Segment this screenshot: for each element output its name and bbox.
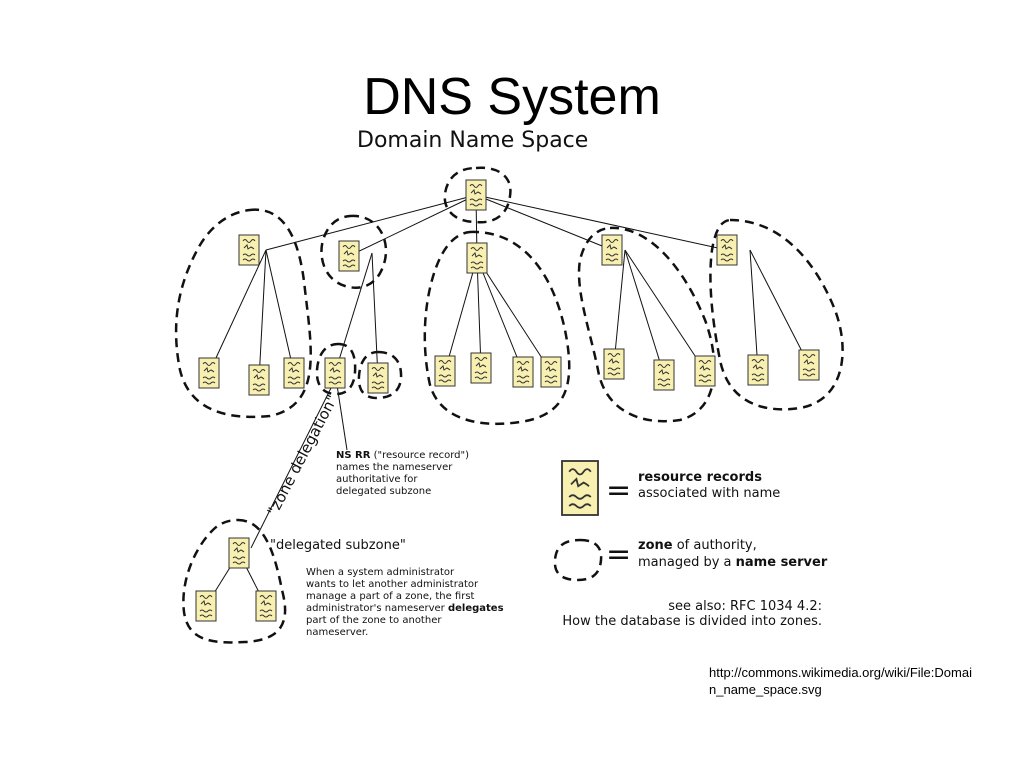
legend-zone-sample: [553, 538, 603, 582]
record-node: [694, 355, 716, 387]
record-node: [540, 356, 562, 388]
delegation-text-line3: manage a part of a zone, the first: [306, 591, 475, 602]
record-node: [255, 590, 277, 622]
diagram-title: Domain Name Space: [357, 128, 588, 153]
record-node: [195, 590, 217, 622]
record-node: [228, 537, 250, 569]
legend-zone-line1: zone of authority,: [638, 538, 757, 553]
zone-delegation-label: "zone delegation": [264, 392, 342, 519]
record-node: [603, 348, 625, 380]
tree-edges: [205, 194, 810, 607]
ns-rr-note-line1: NS RR ("resource record"): [336, 450, 469, 461]
record-node: [512, 356, 534, 388]
legend-record-sample: [561, 460, 599, 516]
record-node: [367, 362, 389, 394]
record-node: [747, 354, 769, 386]
record-node: [466, 242, 488, 274]
record-root: [465, 179, 487, 211]
record-node: [324, 357, 346, 389]
see-also-line1: see also: RFC 1034 4.2:: [668, 599, 822, 614]
delegation-text-line4: administrator's nameserver delegates: [306, 603, 504, 614]
zone-left: [174, 208, 312, 419]
source-link[interactable]: http://commons.wikimedia.org/wiki/File:D…: [709, 665, 972, 697]
record-node: [470, 352, 492, 384]
record-node: [338, 240, 360, 272]
zone-outlines: [174, 166, 844, 644]
delegation-text-line6: nameserver.: [306, 627, 368, 638]
ns-rr-note-line2: names the nameserver: [336, 462, 453, 473]
zone-root: [443, 166, 512, 224]
slide-title: DNS System: [363, 68, 661, 126]
record-node: [283, 357, 305, 389]
zone-center: [423, 230, 571, 426]
delegated-subzone-label: "delegated subzone": [270, 538, 406, 553]
record-node: [653, 359, 675, 391]
legend-equals-zone: =: [606, 537, 631, 572]
record-node: [198, 357, 220, 389]
legend-rr-desc: associated with name: [638, 486, 780, 501]
record-node: [601, 234, 623, 266]
ns-rr-note-line4: delegated subzone: [336, 486, 431, 497]
record-node: [798, 349, 820, 381]
legend-zone-line2: managed by a name server: [638, 555, 828, 570]
zone-center-right: [577, 226, 716, 423]
zone-subzone: [182, 518, 287, 644]
record-node: [434, 355, 456, 387]
ns-rr-note-line3: authoritative for: [336, 474, 418, 485]
legend-equals-rr: =: [606, 473, 631, 508]
record-node: [248, 364, 270, 396]
see-also-line2: How the database is divided into zones.: [562, 614, 822, 629]
delegation-text-line5: part of the zone to another: [306, 615, 442, 626]
zone-small: [320, 214, 388, 289]
record-node: [716, 234, 738, 266]
delegation-text-line2: wants to let another administrator: [306, 579, 479, 590]
delegation-text-line1: When a system administrator: [306, 567, 455, 578]
record-node: [238, 234, 260, 266]
zone-right: [709, 218, 844, 411]
legend-rr-title: resource records: [638, 470, 762, 485]
